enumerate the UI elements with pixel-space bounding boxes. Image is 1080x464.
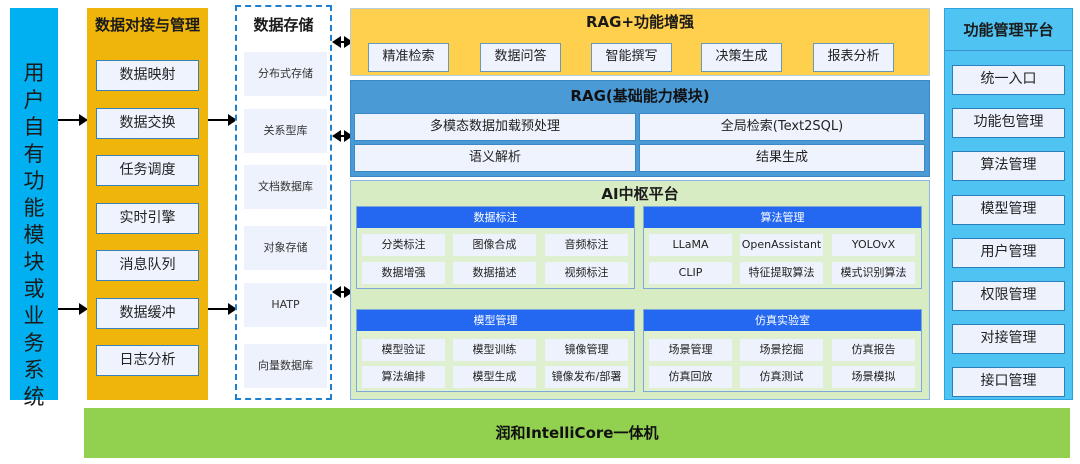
ai-module-item: 仿真报告 [832,339,915,361]
data-storage-block: 数据存储 分布式存储 关系型库 文档数据库 对象存储 HATP 向量数据库 [235,5,332,400]
data-storage-title: 数据存储 [253,16,314,34]
double-arrow-storage-rag-plus [332,36,353,48]
mgmt-item: 日志分析 [96,345,199,376]
rag-base-item: 结果生成 [639,144,925,172]
rag-plus-item: 报表分析 [813,43,894,72]
function-platform-item: 统一入口 [952,65,1065,95]
ai-module-item: YOLOvX [832,234,915,256]
ai-module-item: 数据增强 [362,262,445,284]
ai-module-item: 图像合成 [453,234,536,256]
ai-module-item: CLIP [649,262,732,284]
arrow-user-to-mgmt-bottom [58,303,88,315]
storage-item: HATP [244,283,327,327]
foundation-bar: 润和IntelliCore一体机 [84,408,1070,458]
ai-module-title: 算法管理 [644,207,921,228]
rag-base-item: 语义解析 [354,144,636,172]
user-system-block: 用户自有功能模块或业务系统 [10,8,58,409]
storage-item: 分布式存储 [244,52,327,96]
storage-item: 对象存储 [244,226,327,270]
ai-module-title: 仿真实验室 [644,310,921,331]
ai-module-item: 特征提取算法 [740,262,823,284]
storage-item: 向量数据库 [244,344,327,388]
ai-module-item: 仿真回放 [649,366,732,388]
ai-module-item: 仿真测试 [740,366,823,388]
ai-module-item: 场景模拟 [832,366,915,388]
ai-module-item: 模型验证 [362,339,445,361]
arrow-mgmt-to-storage-bottom [208,303,237,315]
ai-module-simulation-lab: 仿真实验室 场景管理 场景挖掘 仿真报告 仿真回放 仿真测试 场景模拟 [643,309,922,392]
user-system-label: 用户自有功能模块或业务系统 [23,61,45,409]
ai-platform-title: AI中枢平台 [601,185,679,203]
function-platform-item: 算法管理 [952,151,1065,181]
ai-module-item: 镜像管理 [545,339,628,361]
data-management-title: 数据对接与管理 [94,16,200,34]
double-arrow-storage-ai-platform [332,286,353,298]
ai-module-item: 镜像发布/部署 [545,366,628,388]
ai-module-item: 模型训练 [453,339,536,361]
rag-base-item: 多模态数据加载预处理 [354,113,636,141]
rag-base-title: RAG(基础能力模块) [570,87,710,105]
ai-module-item: 场景挖掘 [740,339,823,361]
ai-module-item: 音频标注 [545,234,628,256]
function-platform-item: 功能包管理 [952,108,1065,138]
ai-module-item: 数据描述 [453,262,536,284]
function-platform-item: 用户管理 [952,238,1065,268]
rag-base-block: RAG(基础能力模块) 多模态数据加载预处理 全局检索(Text2SQL) 语义… [350,80,930,177]
double-arrow-storage-rag-base [332,130,353,142]
arrow-user-to-mgmt-top [58,114,88,126]
ai-module-title: 数据标注 [357,207,634,228]
ai-module-title: 模型管理 [357,310,634,331]
ai-module-item: 分类标注 [362,234,445,256]
ai-module-item: 场景管理 [649,339,732,361]
arrow-mgmt-to-storage-top [208,114,237,126]
rag-plus-item: 决策生成 [701,43,782,72]
ai-module-data-annotation: 数据标注 分类标注 图像合成 音频标注 数据增强 数据描述 视频标注 [356,206,635,289]
function-platform-block: 功能管理平台 统一入口 功能包管理 算法管理 模型管理 用户管理 权限管理 对接… [944,8,1073,400]
mgmt-item: 实时引擎 [96,203,199,234]
rag-base-item: 全局检索(Text2SQL) [639,113,925,141]
ai-module-item: 算法编排 [362,366,445,388]
storage-item: 关系型库 [244,109,327,153]
function-platform-item: 模型管理 [952,195,1065,225]
rag-plus-item: 精准检索 [368,43,449,72]
rag-plus-block: RAG+功能增强 精准检索 数据问答 智能撰写 决策生成 报表分析 [350,8,930,76]
function-platform-item: 权限管理 [952,281,1065,311]
ai-module-model-management: 模型管理 模型验证 模型训练 镜像管理 算法编排 模型生成 镜像发布/部署 [356,309,635,392]
ai-module-item: LLaMA [649,234,732,256]
mgmt-item: 消息队列 [96,250,199,281]
function-platform-item: 对接管理 [952,324,1065,354]
storage-item: 文档数据库 [244,165,327,209]
function-platform-item: 接口管理 [952,367,1065,397]
ai-platform-block: AI中枢平台 数据标注 分类标注 图像合成 音频标注 数据增强 数据描述 视频标… [350,180,930,400]
rag-plus-title: RAG+功能增强 [585,13,695,31]
ai-module-item: 模型生成 [453,366,536,388]
mgmt-item: 数据映射 [96,60,199,91]
mgmt-item: 任务调度 [96,155,199,186]
ai-module-algorithm-management: 算法管理 LLaMA OpenAssistant YOLOvX CLIP 特征提… [643,206,922,289]
data-management-block: 数据对接与管理 数据映射 数据交换 任务调度 实时引擎 消息队列 数据缓冲 日志… [87,8,208,400]
ai-module-item: 视频标注 [545,262,628,284]
ai-module-item: OpenAssistant [740,234,823,256]
mgmt-item: 数据交换 [96,108,199,139]
rag-plus-item: 智能撰写 [591,43,672,72]
function-platform-title: 功能管理平台 [945,9,1072,51]
ai-module-item: 模式识别算法 [832,262,915,284]
mgmt-item: 数据缓冲 [96,298,199,329]
rag-plus-item: 数据问答 [480,43,561,72]
